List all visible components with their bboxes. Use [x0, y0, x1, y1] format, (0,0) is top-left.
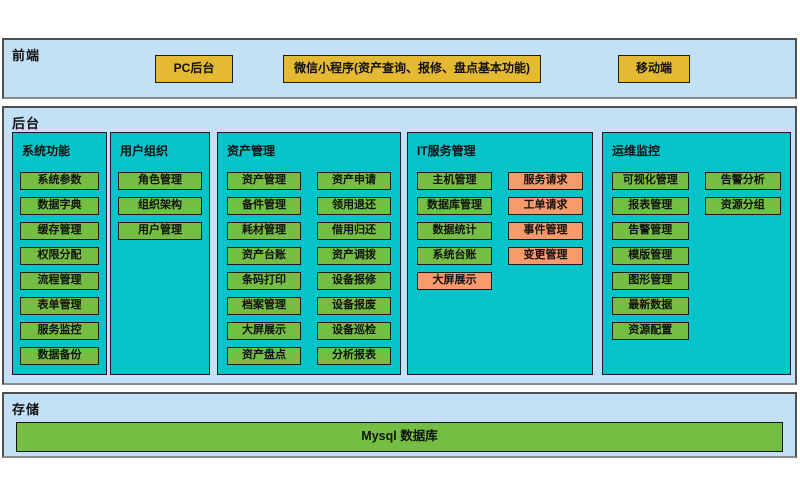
- backend-label: 后台: [12, 116, 41, 131]
- module-chip: 数据字典: [20, 197, 99, 215]
- column-title: 运维监控: [612, 144, 661, 158]
- module-chip: 报表管理: [612, 197, 689, 215]
- backend-section: 后台 系统功能系统参数数据字典缓存管理权限分配流程管理表单管理服务监控数据备份用…: [2, 106, 797, 385]
- module-group: 主机管理数据库管理数据统计系统台账大屏展示: [417, 172, 492, 290]
- module-chip: 分析报表: [317, 347, 391, 365]
- module-chip: 数据备份: [20, 347, 99, 365]
- module-group: 服务请求工单请求事件管理变更管理: [508, 172, 583, 290]
- backend-column: 资产管理资产管理备件管理耗材管理资产台账条码打印档案管理大屏展示资产盘点资产申请…: [217, 132, 401, 375]
- module-chip: 资产申请: [317, 172, 391, 190]
- column-groups: 可视化管理报表管理告警管理模版管理图形管理最新数据资源配置告警分析资源分组: [603, 172, 790, 340]
- module-group: 系统参数数据字典缓存管理权限分配流程管理表单管理服务监控数据备份: [20, 172, 99, 365]
- module-chip: 大屏展示: [417, 272, 492, 290]
- module-chip: 工单请求: [508, 197, 583, 215]
- module-group: 告警分析资源分组: [704, 172, 781, 340]
- module-chip: 资源配置: [612, 322, 689, 340]
- module-chip: 缓存管理: [20, 222, 99, 240]
- module-chip: 权限分配: [20, 247, 99, 265]
- backend-column: 运维监控可视化管理报表管理告警管理模版管理图形管理最新数据资源配置告警分析资源分…: [602, 132, 791, 375]
- module-chip: 事件管理: [508, 222, 583, 240]
- module-chip: 服务监控: [20, 322, 99, 340]
- module-chip: 设备报修: [317, 272, 391, 290]
- module-chip: 条码打印: [227, 272, 301, 290]
- module-chip: 表单管理: [20, 297, 99, 315]
- module-chip: 资产盘点: [227, 347, 301, 365]
- column-title: 资产管理: [227, 144, 276, 158]
- module-chip: 备件管理: [227, 197, 301, 215]
- module-chip: 变更管理: [508, 247, 583, 265]
- module-chip: 耗材管理: [227, 222, 301, 240]
- module-chip: 系统参数: [20, 172, 99, 190]
- module-chip: 服务请求: [508, 172, 583, 190]
- frontend-node: PC后台: [155, 55, 233, 83]
- module-chip: 告警分析: [704, 172, 781, 190]
- frontend-node: 微信小程序(资产查询、报修、盘点基本功能): [283, 55, 541, 83]
- storage-label: 存储: [12, 402, 41, 417]
- column-title: IT服务管理: [417, 144, 476, 158]
- backend-column: 用户组织角色管理组织架构用户管理: [110, 132, 210, 375]
- module-chip: 告警管理: [612, 222, 689, 240]
- module-chip: 资产调拨: [317, 247, 391, 265]
- module-chip: 模版管理: [612, 247, 689, 265]
- module-chip: 档案管理: [227, 297, 301, 315]
- module-chip: 资产管理: [227, 172, 301, 190]
- module-chip: 最新数据: [612, 297, 689, 315]
- module-chip: 设备巡检: [317, 322, 391, 340]
- module-chip: 用户管理: [118, 222, 202, 240]
- storage-section: 存储 Mysql 数据库: [2, 392, 797, 458]
- column-title: 系统功能: [22, 144, 71, 158]
- module-chip: 流程管理: [20, 272, 99, 290]
- module-chip: 系统台账: [417, 247, 492, 265]
- frontend-section: 前端 PC后台 微信小程序(资产查询、报修、盘点基本功能) 移动端: [2, 38, 797, 99]
- backend-column: IT服务管理主机管理数据库管理数据统计系统台账大屏展示服务请求工单请求事件管理变…: [407, 132, 593, 375]
- database-bar: Mysql 数据库: [16, 422, 783, 452]
- backend-column: 系统功能系统参数数据字典缓存管理权限分配流程管理表单管理服务监控数据备份: [12, 132, 107, 375]
- module-chip: 数据统计: [417, 222, 492, 240]
- module-chip: 领用退还: [317, 197, 391, 215]
- column-title: 用户组织: [120, 144, 169, 158]
- module-group: 角色管理组织架构用户管理: [118, 172, 202, 240]
- module-chip: 可视化管理: [612, 172, 689, 190]
- module-chip: 设备报废: [317, 297, 391, 315]
- module-chip: 主机管理: [417, 172, 492, 190]
- column-groups: 主机管理数据库管理数据统计系统台账大屏展示服务请求工单请求事件管理变更管理: [408, 172, 592, 290]
- module-chip: 资产台账: [227, 247, 301, 265]
- module-chip: 借用归还: [317, 222, 391, 240]
- column-groups: 资产管理备件管理耗材管理资产台账条码打印档案管理大屏展示资产盘点资产申请领用退还…: [218, 172, 400, 365]
- module-group: 资产申请领用退还借用归还资产调拨设备报修设备报废设备巡检分析报表: [317, 172, 391, 365]
- module-group: 资产管理备件管理耗材管理资产台账条码打印档案管理大屏展示资产盘点: [227, 172, 301, 365]
- column-groups: 系统参数数据字典缓存管理权限分配流程管理表单管理服务监控数据备份: [13, 172, 106, 365]
- column-groups: 角色管理组织架构用户管理: [111, 172, 209, 240]
- module-chip: 资源分组: [704, 197, 781, 215]
- module-chip: 大屏展示: [227, 322, 301, 340]
- module-group: 可视化管理报表管理告警管理模版管理图形管理最新数据资源配置: [612, 172, 689, 340]
- module-chip: 组织架构: [118, 197, 202, 215]
- frontend-node: 移动端: [618, 55, 690, 83]
- module-chip: 图形管理: [612, 272, 689, 290]
- module-chip: 角色管理: [118, 172, 202, 190]
- frontend-label: 前端: [12, 48, 41, 63]
- module-chip: 数据库管理: [417, 197, 492, 215]
